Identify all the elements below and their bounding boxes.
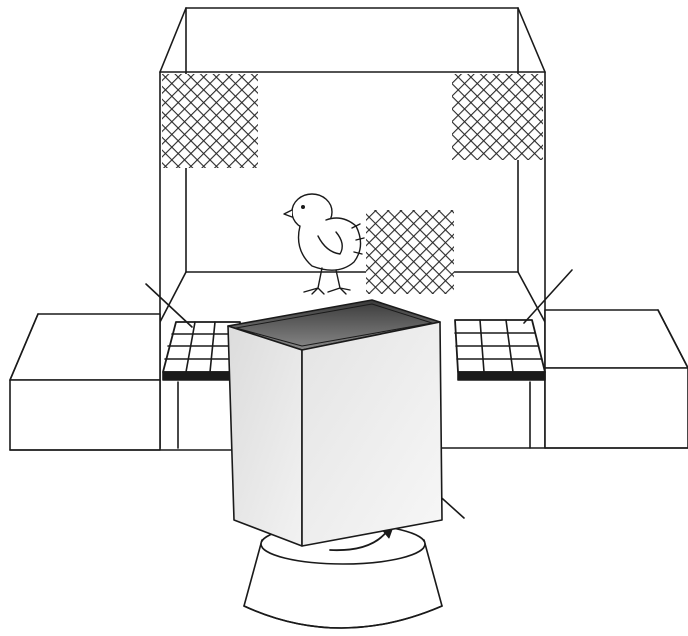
grid-floor-right bbox=[455, 320, 545, 380]
side-platform-right bbox=[545, 310, 688, 448]
checkerboard-panel-left bbox=[162, 74, 258, 168]
checkerboard-panel-right bbox=[452, 74, 543, 160]
turntable-base bbox=[244, 524, 442, 628]
rotating-box bbox=[228, 300, 442, 546]
side-platform-left bbox=[10, 314, 160, 450]
checkerboard-panel-center bbox=[366, 210, 454, 294]
chick bbox=[284, 194, 364, 294]
